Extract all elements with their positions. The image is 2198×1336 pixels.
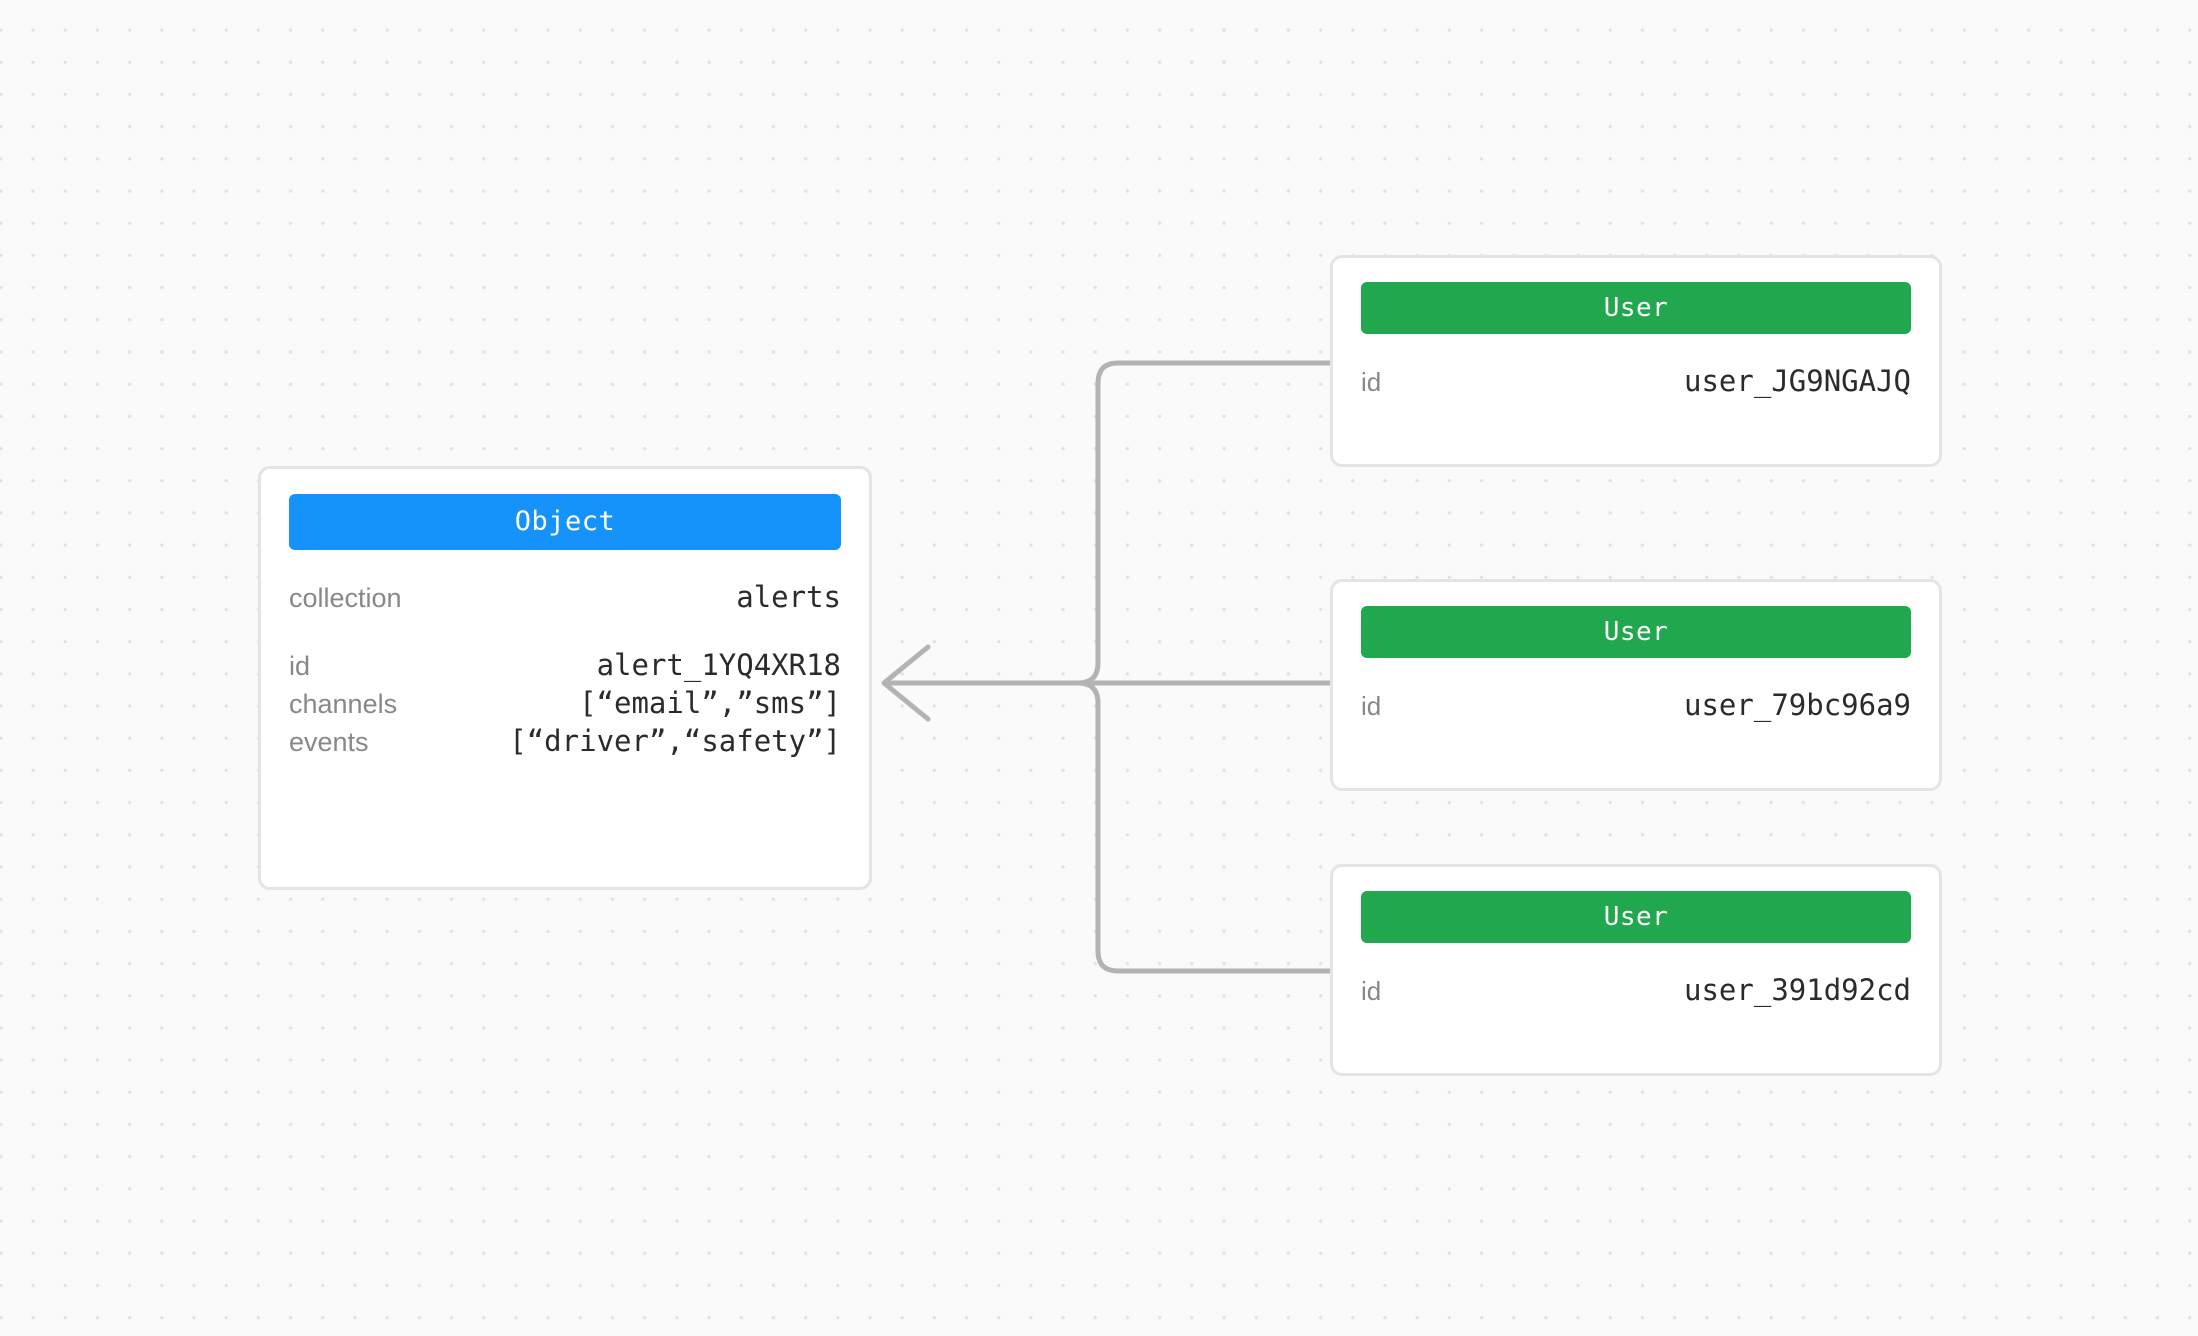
node-user-1-header: User [1361, 606, 1911, 658]
field-row-collection: collection alerts [289, 580, 841, 614]
field-row-id: id alert_1YQ4XR18 [289, 648, 841, 682]
node-user-0[interactable]: User id user_JG9NGAJQ [1330, 255, 1942, 467]
field-value-id: user_JG9NGAJQ [1684, 364, 1911, 398]
field-key-id: id [289, 651, 311, 681]
node-user-2-fields: id user_391d92cd [1333, 943, 1939, 1007]
node-user-0-fields: id user_JG9NGAJQ [1333, 334, 1939, 398]
field-key-collection: collection [289, 583, 402, 613]
node-object-fields: collection alerts id alert_1YQ4XR18 chan… [261, 550, 869, 762]
field-row-id: id user_JG9NGAJQ [1361, 364, 1911, 398]
field-row-channels: channels [“email”,”sms”] [289, 686, 841, 720]
edge-user-2-to-object [887, 680, 1333, 974]
field-value-id: alert_1YQ4XR18 [596, 648, 841, 682]
node-object-header: Object [289, 494, 841, 550]
field-key-channels: channels [289, 689, 398, 719]
field-key-id: id [1361, 976, 1382, 1006]
node-user-2-header: User [1361, 891, 1911, 943]
field-row-id: id user_79bc96a9 [1361, 688, 1911, 722]
field-value-collection: alerts [736, 580, 841, 614]
field-key-events: events [289, 727, 369, 757]
field-value-id: user_391d92cd [1684, 973, 1911, 1007]
field-key-id: id [1361, 691, 1382, 721]
field-value-id: user_79bc96a9 [1684, 688, 1911, 722]
node-user-1-fields: id user_79bc96a9 [1333, 658, 1939, 722]
node-user-2[interactable]: User id user_391d92cd [1330, 864, 1942, 1076]
field-row-events: events [“driver”,“safety”] [289, 724, 841, 758]
field-row-id: id user_391d92cd [1361, 973, 1911, 1007]
edge-arrowhead-icon [881, 644, 931, 722]
edge-user-0-to-object [887, 360, 1333, 686]
field-value-channels: [“email”,”sms”] [579, 686, 841, 720]
node-object[interactable]: Object collection alerts id alert_1YQ4XR… [258, 466, 872, 890]
field-key-id: id [1361, 367, 1382, 397]
field-value-events: [“driver”,“safety”] [509, 724, 841, 758]
node-user-0-header: User [1361, 282, 1911, 334]
node-user-1[interactable]: User id user_79bc96a9 [1330, 579, 1942, 791]
